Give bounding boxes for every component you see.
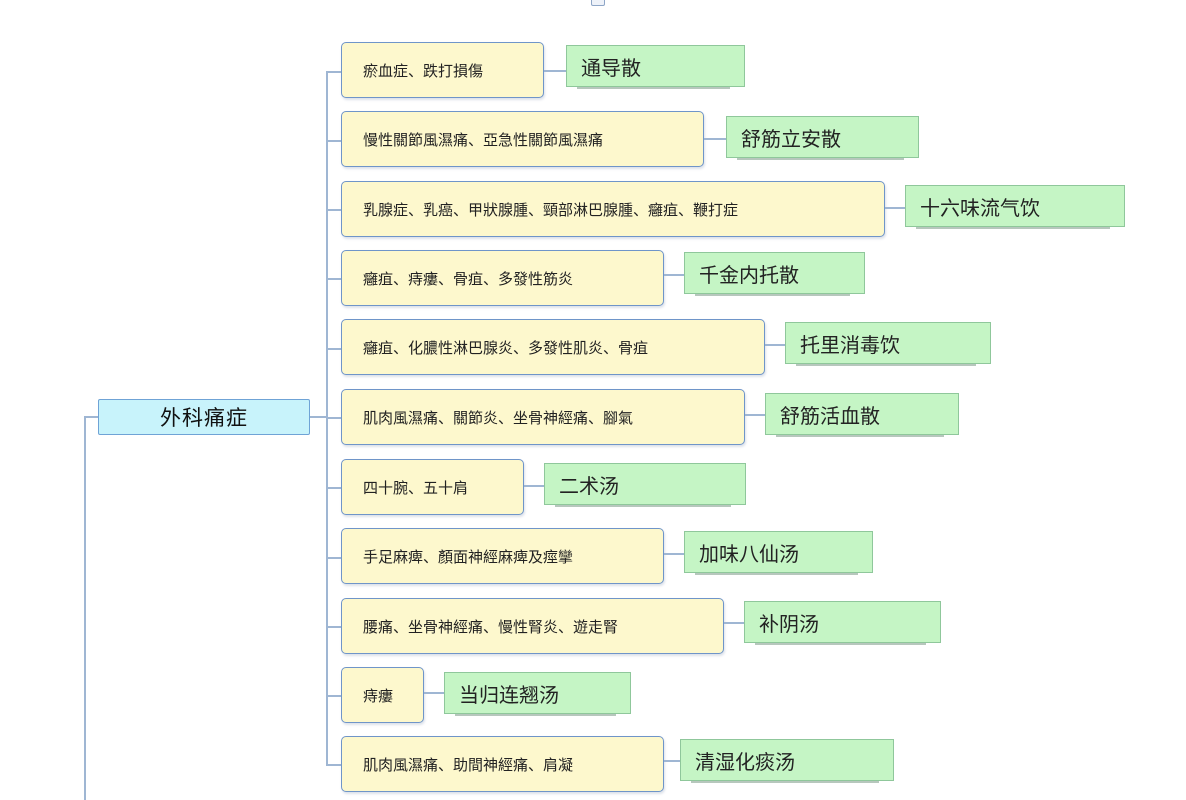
branch-6-remedy-link [524,485,544,487]
branch-10-symptom-label: 肌肉風濕痛、助間神經痛、肩凝 [363,755,574,774]
branch-9-spine-link [326,695,341,697]
branch-4-spine-link [326,348,341,350]
branch-9-symptom-label: 痔瘻 [363,686,394,705]
branch-7-remedy-link [664,553,684,555]
branch-1-symptom-node[interactable]: 慢性關節風濕痛、亞急性關節風濕痛 [341,111,704,167]
branch-8-remedy-node[interactable]: 补阴汤 [744,601,941,645]
branch-2-spine-link [326,209,341,211]
root-trunk-connector-elbow [84,416,98,418]
branch-1-remedy-label: 舒筋立安散 [741,126,841,151]
branch-1-remedy-link [704,138,726,140]
branch-6-spine-link [326,487,341,489]
branch-1-symptom-label: 慢性關節風濕痛、亞急性關節風濕痛 [363,130,604,149]
branch-10-remedy-link [664,760,680,762]
branch-3-remedy-link [664,274,684,276]
branch-2-symptom-label: 乳腺症、乳癌、甲狀腺腫、頸部淋巴腺腫、癰疽、鞭打症 [363,200,739,219]
branch-10-spine-link [326,764,341,766]
branch-4-remedy-link [765,344,785,346]
branch-9-remedy-link [424,692,444,694]
branch-10-remedy-label: 清湿化痰汤 [695,749,795,774]
branch-5-remedy-link [745,414,765,416]
branch-7-remedy-label: 加味八仙汤 [699,541,799,566]
root-to-spine-connector [310,416,327,418]
branch-7-spine-link [326,557,341,559]
branch-4-remedy-label: 托里消毒饮 [800,332,900,357]
branch-7-symptom-label: 手足麻痺、顏面神經麻痺及痙攣 [363,547,574,566]
branch-10-remedy-node[interactable]: 清湿化痰汤 [680,739,894,783]
root-node[interactable]: 外科痛症 [98,399,310,435]
branch-0-spine-link [326,71,341,73]
branch-9-symptom-node[interactable]: 痔瘻 [341,667,424,723]
branch-3-symptom-node[interactable]: 癰疽、痔瘻、骨疽、多發性筋炎 [341,250,664,306]
branch-5-spine-link [326,417,341,419]
branch-1-remedy-node[interactable]: 舒筋立安散 [726,116,919,160]
top-resize-handle[interactable] [591,0,605,6]
branch-3-remedy-node[interactable]: 千金内托散 [684,252,865,296]
branch-6-remedy-label: 二术汤 [559,473,619,498]
branch-4-symptom-node[interactable]: 癰疽、化膿性淋巴腺炎、多發性肌炎、骨疽 [341,319,765,375]
branch-0-symptom-node[interactable]: 瘀血症、跌打損傷 [341,42,544,98]
branch-5-remedy-label: 舒筋活血散 [780,403,880,428]
branch-2-remedy-label: 十六味流气饮 [920,195,1040,220]
branch-6-remedy-node[interactable]: 二术汤 [544,463,746,507]
branch-2-remedy-link [885,207,905,209]
branch-9-remedy-label: 当归连翘汤 [459,682,559,707]
branch-4-symptom-label: 癰疽、化膿性淋巴腺炎、多發性肌炎、骨疽 [363,338,649,357]
root-node-label: 外科痛症 [160,406,248,430]
branch-6-symptom-label: 四十腕、五十肩 [363,478,469,497]
branch-1-spine-link [326,140,341,142]
branch-5-symptom-node[interactable]: 肌肉風濕痛、關節炎、坐骨神經痛、腳氣 [341,389,745,445]
branch-3-spine-link [326,278,341,280]
branch-4-remedy-node[interactable]: 托里消毒饮 [785,322,991,366]
branch-8-symptom-node[interactable]: 腰痛、坐骨神經痛、慢性腎炎、遊走腎 [341,598,724,654]
branch-3-remedy-label: 千金内托散 [699,262,799,287]
branch-0-remedy-node[interactable]: 通导散 [566,45,745,89]
branch-5-remedy-node[interactable]: 舒筋活血散 [765,393,959,437]
branch-3-symptom-label: 癰疽、痔瘻、骨疽、多發性筋炎 [363,269,574,288]
branch-8-remedy-link [724,622,744,624]
branch-2-symptom-node[interactable]: 乳腺症、乳癌、甲狀腺腫、頸部淋巴腺腫、癰疽、鞭打症 [341,181,885,237]
branch-0-remedy-link [544,70,566,72]
branch-8-remedy-label: 补阴汤 [759,611,819,636]
branch-0-remedy-label: 通导散 [581,55,641,80]
branch-8-spine-link [326,626,341,628]
root-trunk-connector [84,416,86,800]
branch-9-remedy-node[interactable]: 当归连翘汤 [444,672,631,716]
branch-7-symptom-node[interactable]: 手足麻痺、顏面神經麻痺及痙攣 [341,528,664,584]
branch-6-symptom-node[interactable]: 四十腕、五十肩 [341,459,524,515]
branch-7-remedy-node[interactable]: 加味八仙汤 [684,531,873,575]
branch-10-symptom-node[interactable]: 肌肉風濕痛、助間神經痛、肩凝 [341,736,664,792]
branch-5-symptom-label: 肌肉風濕痛、關節炎、坐骨神經痛、腳氣 [363,408,634,427]
branch-0-symptom-label: 瘀血症、跌打損傷 [363,61,484,80]
branch-8-symptom-label: 腰痛、坐骨神經痛、慢性腎炎、遊走腎 [363,617,619,636]
branch-2-remedy-node[interactable]: 十六味流气饮 [905,185,1125,229]
